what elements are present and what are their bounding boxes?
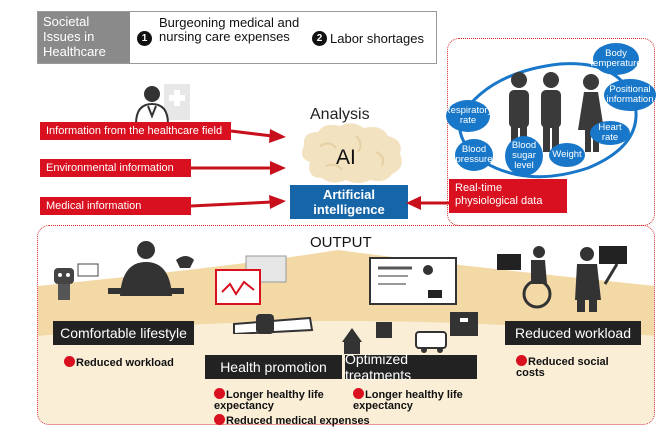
- robot-icon: [54, 268, 74, 300]
- vital-blood-sugar-level: Blood sugar level: [505, 136, 543, 176]
- output-title: OUTPUT: [310, 234, 372, 251]
- benefit-dot: [353, 388, 364, 399]
- optimized-treatments-illustration: [342, 257, 478, 354]
- benefit-reduced-social-costs: Reduced social costs: [516, 355, 636, 379]
- wheelchair-icon: [522, 246, 552, 309]
- output-health-promotion: Health promotion: [205, 355, 342, 379]
- benefit-reduced-medical-expenses: Reduced medical expenses: [214, 414, 374, 427]
- benefit-longer-healthy-life-1: Longer healthy life expectancy: [214, 388, 344, 412]
- vital-respiratory-rate: Respiratory rate: [444, 100, 492, 132]
- benefit-dot: [214, 388, 225, 399]
- artificial-intelligence-box: Artificial intelligence: [290, 185, 408, 219]
- comfortable-lifestyle-illustration: [54, 241, 194, 300]
- output-reduced-workload: Reduced workload: [505, 321, 641, 345]
- benefit-text: Reduced workload: [76, 357, 174, 369]
- doctor-icon: [134, 84, 190, 124]
- issue-labor-shortages: Labor shortages: [330, 31, 424, 46]
- reduced-workload-illustration: [497, 246, 627, 312]
- analysis-title: Analysis: [310, 106, 370, 123]
- benefit-text: Reduced social costs: [516, 356, 609, 379]
- vital-heart-rate: Heart rate: [590, 121, 630, 145]
- monitor-icon: [369, 257, 457, 305]
- input-medical: Medical information: [40, 197, 191, 215]
- benefit-text: Longer healthy life expectancy: [353, 389, 463, 412]
- benefit-longer-healthy-life-2: Longer healthy life expectancy: [353, 388, 483, 412]
- output-comfortable-lifestyle: Comfortable lifestyle: [53, 321, 194, 345]
- ambulance-icon: [415, 331, 447, 353]
- vital-blood-pressure: Blood pressure: [455, 139, 493, 171]
- benefit-dot: [64, 356, 75, 367]
- input-arrows: [190, 129, 286, 209]
- benefit-dot: [214, 414, 225, 425]
- issue-medical-expenses: Burgeoning medical and nursing care expe…: [159, 15, 300, 44]
- benefit-reduced-workload: Reduced workload: [64, 356, 174, 369]
- issue-number-2: 2: [312, 31, 327, 46]
- vital-positional-information: Positional information: [604, 79, 656, 111]
- vital-body-temperature: Body temperature: [590, 43, 642, 75]
- health-promotion-illustration: [215, 255, 314, 334]
- hospital-icon: [342, 312, 478, 354]
- ai-label: AI: [336, 146, 356, 169]
- issue-number-1: 1: [137, 31, 152, 46]
- societal-issues-label: Societal Issues in Healthcare: [38, 12, 130, 63]
- brain-icon: [302, 123, 402, 183]
- smartwatch-icon: [233, 314, 314, 334]
- caregiver-icon: [575, 247, 601, 312]
- vital-weight: Weight: [549, 143, 585, 167]
- input-environmental: Environmental information: [40, 159, 191, 177]
- benefit-text: Longer healthy life expectancy: [214, 389, 324, 412]
- societal-issues-box: Societal Issues in Healthcare 1 Burgeoni…: [37, 11, 437, 64]
- output-optimized-treatments: Optimized treatments: [345, 351, 477, 383]
- realtime-physiological-data: Real-time physiological data: [449, 179, 567, 213]
- input-healthcare-field: Information from the healthcare field: [40, 122, 231, 140]
- benefit-dot: [516, 355, 527, 366]
- benefit-text: Reduced medical expenses: [226, 415, 370, 427]
